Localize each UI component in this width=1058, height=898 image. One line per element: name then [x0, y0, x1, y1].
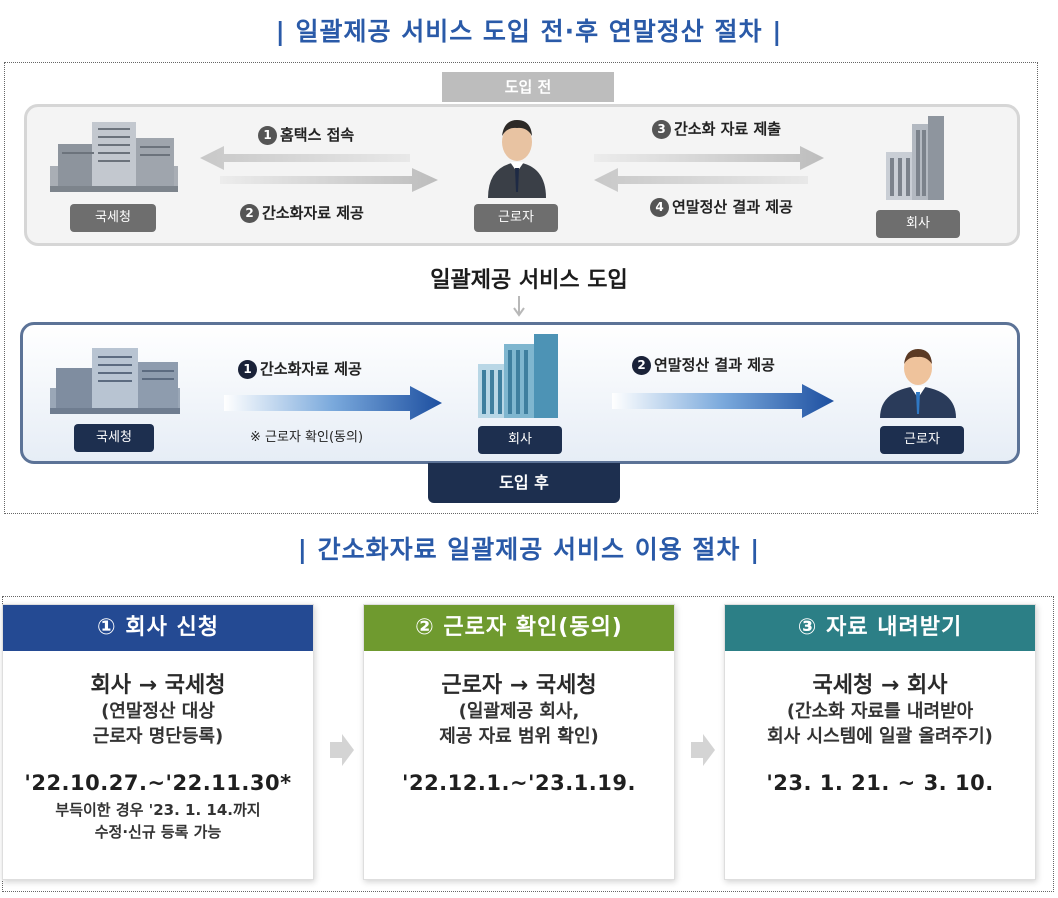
step-desc-line-2: 제공 자료 범위 확인) [439, 726, 599, 747]
step-desc-line-2: 근로자 명단등록) [92, 726, 224, 747]
step-1-number: 1 [258, 126, 277, 145]
after-step-2-label: 연말정산 결과 제공 [654, 356, 775, 374]
step-title: ③ 자료 내려받기 [725, 605, 1035, 651]
down-arrow-icon [513, 296, 525, 317]
nts-building-icon [50, 348, 180, 414]
after-company-label: 회사 [478, 426, 562, 454]
after-tab: 도입 후 [428, 463, 620, 503]
process-step-card-1: ① 회사 신청 회사 → 국세청 (연말정산 대상 근로자 명단등록) '22.… [2, 604, 314, 880]
arrow-from-company [594, 168, 808, 192]
step-note-line-2: 수정·신규 등록 가능 [94, 823, 222, 841]
step-desc-line-2: 회사 시스템에 일괄 올려주기) [767, 726, 993, 747]
step-desc-line-1: (연말정산 대상 [101, 701, 215, 722]
step-4-number: 4 [650, 198, 669, 217]
process-step-card-3: ③ 자료 내려받기 국세청 → 회사 (간소화 자료를 내려받아 회사 시스템에… [724, 604, 1036, 880]
arrow-to-nts [200, 146, 410, 170]
company-building-icon [478, 334, 558, 418]
diagram-title-bottom: | 간소화자료 일괄제공 서비스 이용 절차 | [297, 535, 761, 564]
after-worker-label: 근로자 [880, 426, 964, 454]
step-3-number: 3 [652, 120, 671, 139]
arrow-to-worker [220, 168, 438, 192]
step-desc-line-1: (간소화 자료를 내려받아 [786, 701, 974, 722]
before-step-3-label: 간소화 자료 제출 [674, 120, 782, 138]
after-arrow-2 [612, 384, 834, 418]
step-period: '23. 1. 21. ~ 3. 10. [766, 771, 994, 795]
before-left-arrows [200, 146, 438, 192]
step-note-line-1: 부득이한 경우 '23. 1. 14.까지 [55, 801, 261, 819]
step-desc-line-1: (일괄제공 회사, [458, 701, 580, 722]
before-tab: 도입 전 [442, 72, 614, 102]
worker-person-icon [488, 120, 546, 198]
after-nts-label: 국세청 [74, 424, 154, 452]
next-chevron-icon [691, 734, 715, 766]
step-period: '22.10.27.~'22.11.30* [24, 771, 292, 795]
step-title: ② 근로자 확인(동의) [364, 605, 674, 651]
step-flow: 회사 → 국세청 [90, 673, 226, 698]
before-right-arrows [594, 146, 824, 192]
before-step-4-label: 연말정산 결과 제공 [672, 198, 793, 216]
worker-person-icon [880, 349, 956, 418]
company-building-icon [886, 116, 944, 200]
process-step-card-2: ② 근로자 확인(동의) 근로자 → 국세청 (일괄제공 회사, 제공 자료 범… [363, 604, 675, 880]
after-arrow-1 [224, 386, 442, 420]
before-worker-label: 근로자 [474, 204, 558, 232]
step-2-number: 2 [240, 204, 259, 223]
step-flow: 근로자 → 국세청 [441, 673, 597, 698]
step-flow: 국세청 → 회사 [812, 673, 948, 698]
before-step-2-label: 간소화자료 제공 [262, 204, 364, 222]
before-step-1-label: 홈택스 접속 [280, 126, 355, 144]
step-2-number: 2 [632, 356, 651, 375]
after-step-1-label: 간소화자료 제공 [260, 360, 362, 378]
step-1-number: 1 [238, 360, 257, 379]
before-company-label: 회사 [876, 210, 960, 238]
arrow-to-company [594, 146, 824, 170]
service-introduction-label: 일괄제공 서비스 도입 [430, 268, 628, 293]
step-title: ① 회사 신청 [3, 605, 313, 651]
next-chevron-icon [330, 734, 354, 766]
worker-consent-note: ※ 근로자 확인(동의) [250, 430, 364, 445]
diagram-title-top: | 일괄제공 서비스 도입 전·후 연말정산 절차 | [275, 17, 783, 46]
before-after-frame [4, 62, 1038, 514]
before-nts-label: 국세청 [70, 204, 156, 232]
step-period: '22.12.1.~'23.1.19. [402, 771, 636, 795]
nts-building-icon [50, 122, 178, 192]
